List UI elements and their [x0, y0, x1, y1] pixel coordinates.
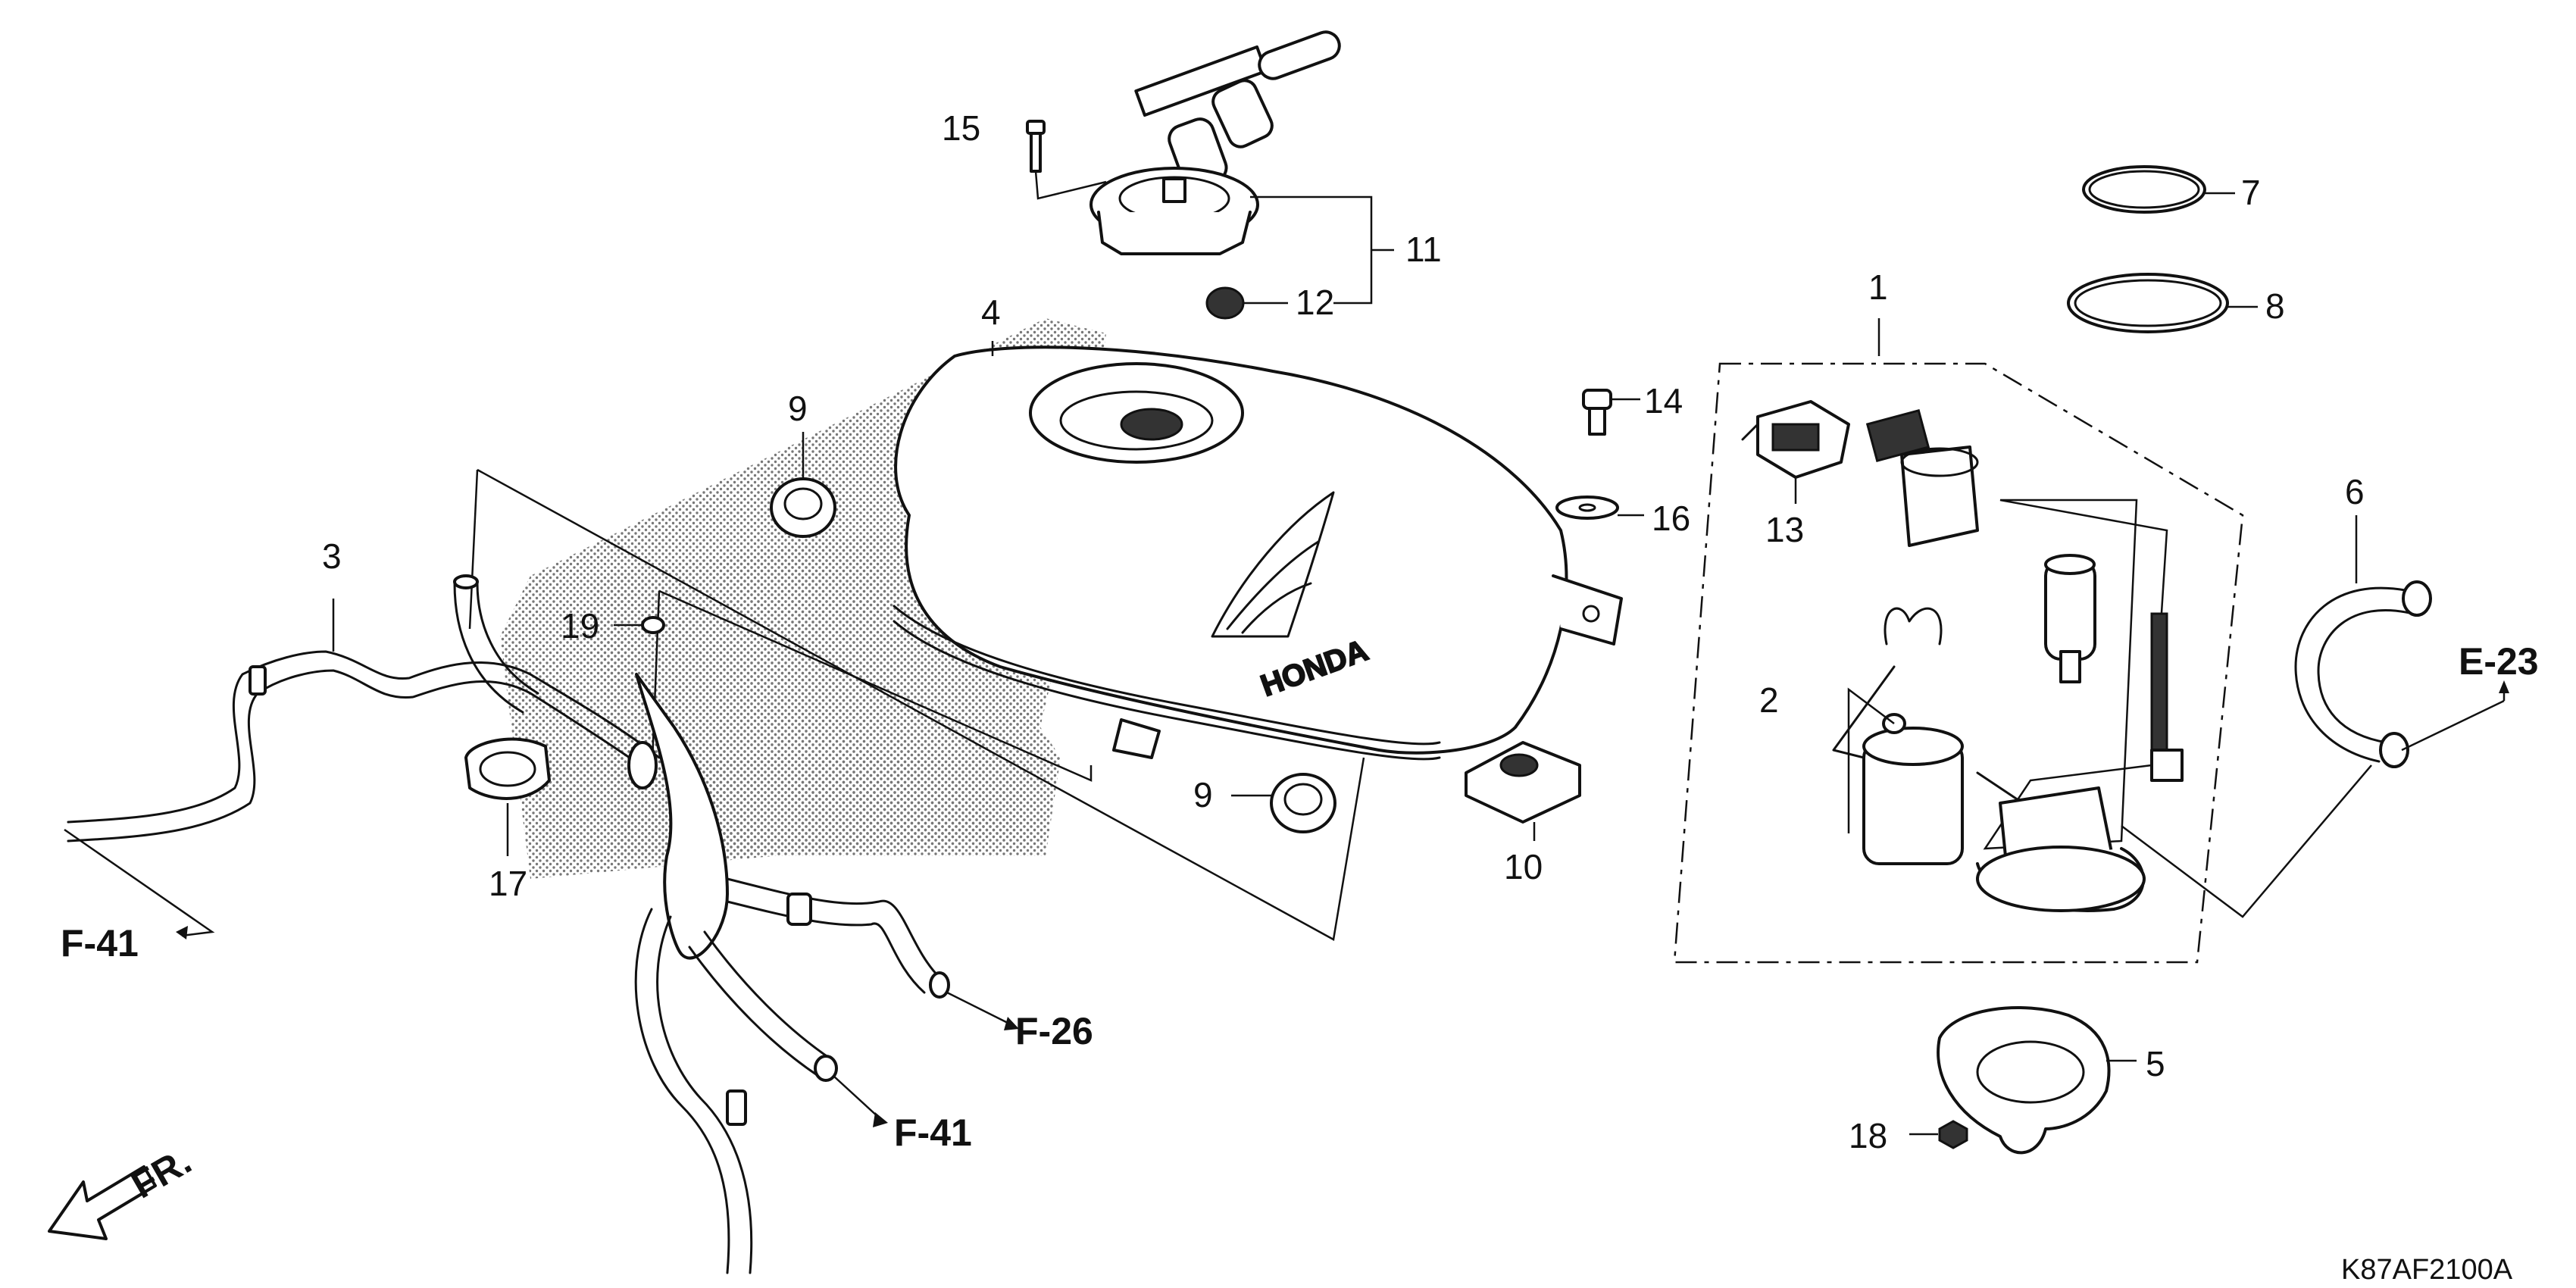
callout-11: 11 — [1405, 230, 1442, 269]
hose-6 — [2121, 515, 2432, 918]
ref-e23: E-23 — [2459, 640, 2539, 683]
ref-f41-bottom: F-41 — [894, 1111, 972, 1154]
callout-7: 7 — [2241, 173, 2261, 212]
callout-8: 8 — [2265, 286, 2285, 326]
diagram-code: K87AF2100A — [2341, 1254, 2513, 1286]
ref-f26: F-26 — [1015, 1010, 1093, 1052]
grommet-12 — [1205, 286, 1288, 320]
washer-16 — [1555, 496, 1644, 520]
seal-7 — [2082, 165, 2235, 214]
callout-10: 10 — [1504, 847, 1543, 886]
damper-9-lower — [1231, 773, 1336, 833]
seal-8 — [2067, 273, 2258, 333]
callout-9-lower: 9 — [1193, 775, 1213, 814]
callout-5: 5 — [2146, 1044, 2165, 1083]
callout-9-upper: 9 — [788, 389, 808, 428]
callout-13: 13 — [1765, 510, 1804, 549]
callout-14: 14 — [1644, 381, 1683, 420]
connector-13 — [1741, 400, 1850, 504]
clamp-17 — [464, 737, 551, 856]
damper-9-upper — [770, 432, 836, 538]
callout-3: 3 — [322, 536, 342, 576]
reference-labels: F-41 F-26 F-41 E-23 — [61, 640, 2539, 1154]
callout-6: 6 — [2345, 472, 2365, 511]
callout-15: 15 — [942, 108, 980, 148]
callout-12: 12 — [1296, 283, 1334, 322]
pump-core-2 — [1847, 499, 2184, 912]
bolt-14 — [1582, 389, 1640, 436]
callout-18: 18 — [1849, 1116, 1887, 1155]
clip-19 — [614, 616, 665, 634]
callout-17: 17 — [489, 864, 527, 903]
callout-1: 1 — [1868, 267, 1888, 307]
callout-2: 2 — [1759, 680, 1779, 720]
bolt-15 — [1026, 120, 1107, 200]
callout-4: 4 — [981, 292, 1001, 332]
ref-f41-left: F-41 — [61, 922, 139, 964]
retainer-plate-5 — [1937, 1006, 2137, 1155]
fuel-pump-1 — [1832, 318, 2024, 888]
callout-16: 16 — [1652, 499, 1690, 538]
mount-10 — [1465, 741, 1581, 841]
fuel-cap-11 — [1089, 30, 1394, 305]
callout-labels: 1 2 3 4 5 6 7 8 9 9 10 11 12 13 14 15 16… — [322, 108, 2365, 1155]
reference-arrows — [64, 680, 2509, 1127]
callout-19: 19 — [561, 606, 599, 646]
nut-18 — [1909, 1120, 1968, 1149]
front-direction-arrow: FR. — [48, 1140, 199, 1240]
hose-3 — [67, 574, 950, 1274]
fuel-tank-4: HONDA — [893, 341, 1623, 761]
